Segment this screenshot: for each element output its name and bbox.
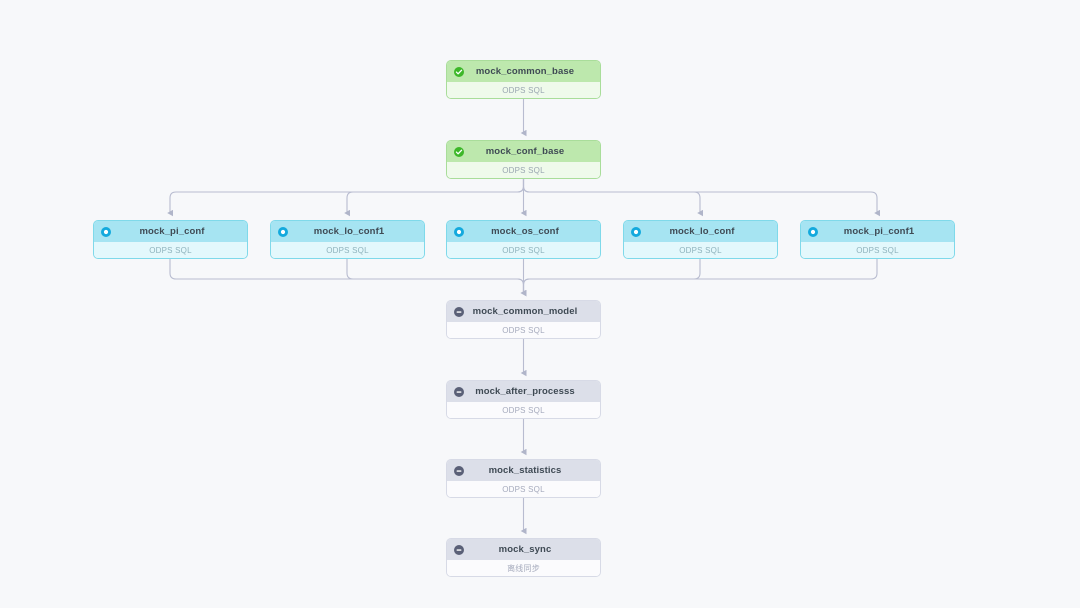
node-mock-common-model[interactable]: mock_common_model ODPS SQL <box>446 300 601 339</box>
node-type-label: 离线同步 <box>507 563 540 573</box>
node-mock-statistics[interactable]: mock_statistics ODPS SQL <box>446 459 601 498</box>
node-mock-lo-conf[interactable]: mock_lo_conf ODPS SQL <box>623 220 778 259</box>
node-type-label: ODPS SQL <box>149 245 192 255</box>
node-title: mock_statistics <box>488 465 562 476</box>
edge-pi-conf-to-common-model <box>169 256 527 297</box>
node-header: mock_conf_base <box>447 141 600 162</box>
node-header: mock_statistics <box>447 460 600 481</box>
node-type-label: ODPS SQL <box>326 245 369 255</box>
node-body: ODPS SQL <box>447 481 600 497</box>
check-circle-icon <box>454 146 464 157</box>
node-mock-pi-conf[interactable]: mock_pi_conf ODPS SQL <box>93 220 248 259</box>
node-type-label: ODPS SQL <box>502 245 545 255</box>
node-body: ODPS SQL <box>447 162 600 178</box>
running-circle-icon <box>278 226 288 237</box>
edge-conf-base-to-pi-conf <box>167 176 525 217</box>
node-title: mock_pi_conf1 <box>843 226 915 237</box>
edge-pi-conf1-to-common-model <box>520 256 878 297</box>
node-mock-os-conf[interactable]: mock_os_conf ODPS SQL <box>446 220 601 259</box>
node-header: mock_os_conf <box>447 221 600 242</box>
node-body: ODPS SQL <box>447 82 600 98</box>
check-circle-icon <box>454 66 464 77</box>
minus-circle-icon <box>454 386 464 397</box>
node-title: mock_lo_conf1 <box>313 226 385 237</box>
edge-conf-base-to-lo-conf1 <box>344 176 525 217</box>
node-title: mock_lo_conf <box>669 226 735 237</box>
node-mock-conf-base[interactable]: mock_conf_base ODPS SQL <box>446 140 601 179</box>
running-circle-icon <box>454 226 464 237</box>
node-type-label: ODPS SQL <box>856 245 899 255</box>
edge-conf-base-to-pi-conf1 <box>522 176 881 217</box>
node-body: 离线同步 <box>447 560 600 576</box>
node-body: ODPS SQL <box>801 242 954 258</box>
node-body: ODPS SQL <box>447 402 600 418</box>
node-title: mock_os_conf <box>491 226 559 237</box>
node-mock-after-processs[interactable]: mock_after_processs ODPS SQL <box>446 380 601 419</box>
node-title: mock_common_model <box>472 306 578 317</box>
node-header: mock_common_model <box>447 301 600 322</box>
node-mock-common-base[interactable]: mock_common_base ODPS SQL <box>446 60 601 99</box>
node-mock-pi-conf1[interactable]: mock_pi_conf1 ODPS SQL <box>800 220 955 259</box>
node-title: mock_pi_conf <box>139 226 205 237</box>
edge-lo-conf-to-common-model <box>520 256 701 297</box>
node-title: mock_conf_base <box>485 146 565 157</box>
node-body: ODPS SQL <box>624 242 777 258</box>
node-title: mock_sync <box>498 544 552 555</box>
node-header: mock_pi_conf <box>94 221 247 242</box>
node-body: ODPS SQL <box>271 242 424 258</box>
node-type-label: ODPS SQL <box>502 325 545 335</box>
node-header: mock_after_processs <box>447 381 600 402</box>
minus-circle-icon <box>454 544 464 555</box>
node-mock-lo-conf1[interactable]: mock_lo_conf1 ODPS SQL <box>270 220 425 259</box>
node-title: mock_common_base <box>475 66 575 77</box>
running-circle-icon <box>808 226 818 237</box>
node-body: ODPS SQL <box>447 242 600 258</box>
running-circle-icon <box>101 226 111 237</box>
running-circle-icon <box>631 226 641 237</box>
node-header: mock_pi_conf1 <box>801 221 954 242</box>
node-type-label: ODPS SQL <box>679 245 722 255</box>
node-title: mock_after_processs <box>475 386 575 397</box>
edge-lo-conf1-to-common-model <box>346 256 527 297</box>
node-mock-sync[interactable]: mock_sync 离线同步 <box>446 538 601 577</box>
node-body: ODPS SQL <box>447 322 600 338</box>
node-header: mock_common_base <box>447 61 600 82</box>
minus-circle-icon <box>454 306 464 317</box>
node-header: mock_sync <box>447 539 600 560</box>
node-type-label: ODPS SQL <box>502 165 545 175</box>
minus-circle-icon <box>454 465 464 476</box>
node-header: mock_lo_conf1 <box>271 221 424 242</box>
node-type-label: ODPS SQL <box>502 85 545 95</box>
node-type-label: ODPS SQL <box>502 484 545 494</box>
node-type-label: ODPS SQL <box>502 405 545 415</box>
node-header: mock_lo_conf <box>624 221 777 242</box>
node-body: ODPS SQL <box>94 242 247 258</box>
edge-conf-base-to-lo-conf <box>522 176 704 217</box>
